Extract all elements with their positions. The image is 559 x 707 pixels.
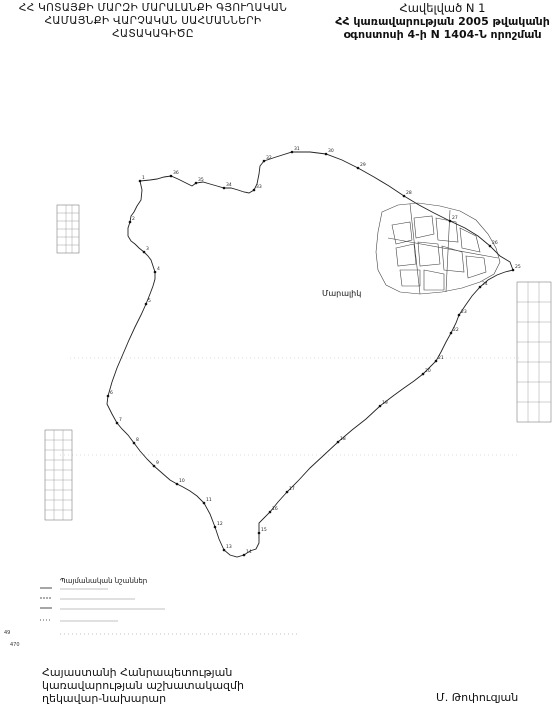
boundary-vertex <box>213 525 217 529</box>
boundary-vertex-label: 18 <box>340 436 346 442</box>
boundary-vertex-label: 9 <box>156 460 159 466</box>
boundary-vertex <box>290 150 294 154</box>
boundary-vertex <box>144 302 148 306</box>
boundary-vertex-label: 12 <box>217 521 223 527</box>
boundary-vertex-label: 19 <box>382 400 388 406</box>
boundary-vertex <box>142 250 146 254</box>
boundary-layer <box>106 151 514 558</box>
boundary-vertex-label: 24 <box>482 281 488 287</box>
boundary-vertex-label: 2 <box>132 216 135 222</box>
boundary-vertex <box>421 372 425 376</box>
header-left-line1: ՀՀ ԿՈՏԱՅՔԻ ՄԱՐԶԻ ՄԱՐԱԼԱՆՔԻ ԳՅՈՒՂԱԿԱՆ <box>18 2 288 14</box>
boundary-vertex-label: 6 <box>110 390 113 396</box>
legend-symbols <box>40 587 52 621</box>
coordinates-table-right <box>516 281 552 423</box>
footer-left-line2: կառավարության աշխատակազմի <box>42 679 244 692</box>
boundary-vertex <box>152 464 156 468</box>
footer-left-line3: ղեկավար-նախարար <box>42 692 167 705</box>
boundary-vertex-label: 1 <box>142 175 145 181</box>
boundary-vertex-label: 34 <box>226 182 232 188</box>
header-right: Հավելված N 1 ՀՀ կառավարության 2005 թվակա… <box>330 1 555 42</box>
boundary-vertex <box>268 510 272 514</box>
boundary-vertex <box>356 166 360 170</box>
signatory-name: Մ. Թոփուզյան <box>436 691 519 704</box>
signatory-title: Հայաստանի Հանրապետության կառավարության ա… <box>42 666 244 705</box>
vertex-labels-layer: 1234567891011121314151617181920212223242… <box>106 146 521 557</box>
boundary-vertex <box>115 421 119 425</box>
boundary-vertex-label: 16 <box>272 506 278 512</box>
boundary-vertex <box>175 482 179 486</box>
footer-left-line1: Հայաստանի Հանրապետության <box>42 666 233 679</box>
boundary-vertex <box>257 531 261 535</box>
boundary-vertex-label: 35 <box>198 177 204 183</box>
boundary-vertex <box>222 186 226 190</box>
boundary-vertex-label: 33 <box>256 184 262 190</box>
boundary-vertex-label: 26 <box>492 240 498 246</box>
boundary-vertex-label: 31 <box>294 146 300 152</box>
boundary-vertex-label: 29 <box>360 162 366 168</box>
header-left-line2: ՀԱՄԱՅՆՔԻ ՎԱՐՉԱԿԱՆ ՍԱՀՄԱՆՆԵՐԻ <box>44 15 262 27</box>
header-right-line2: ՀՀ կառավարության 2005 թվականի <box>335 15 550 28</box>
boundary-vertex <box>378 404 382 408</box>
boundary-vertex <box>448 219 452 223</box>
boundary-vertex-label: 10 <box>179 478 185 484</box>
boundary-vertex-label: 11 <box>206 497 212 503</box>
boundary-vertex <box>488 244 492 248</box>
boundary-vertex-label: 14 <box>246 549 252 555</box>
header-left-line3: ՀԱՏԱԿԱԳԻԾԸ <box>112 28 194 40</box>
boundary-vertex <box>194 181 198 185</box>
side-mark-2: 470 <box>10 642 20 648</box>
boundary-vertex-label: 25 <box>515 264 521 270</box>
boundary-vertex-label: 15 <box>261 527 267 533</box>
boundary-vertex <box>285 490 289 494</box>
boundary-vertex <box>336 440 340 444</box>
town-label: Մարալիկ <box>322 289 362 298</box>
boundary-vertex <box>153 270 157 274</box>
boundary-vertex-label: 4 <box>157 266 160 272</box>
header-left: ՀՀ ԿՈՏԱՅՔԻ ՄԱՐԶԻ ՄԱՐԱԼԱՆՔԻ ԳՅՈՒՂԱԿԱՆ ՀԱՄ… <box>18 2 288 41</box>
boundary-vertex-label: 21 <box>438 355 444 361</box>
boundary-vertex <box>262 159 266 163</box>
town-settlement-area <box>375 202 501 295</box>
boundary-vertex <box>202 501 206 505</box>
boundary-vertex-label: 36 <box>173 170 179 176</box>
boundary-vertex-label: 28 <box>406 190 412 196</box>
boundary-vertex <box>106 394 110 398</box>
boundary-vertex <box>242 553 246 557</box>
boundary-vertex <box>511 268 515 272</box>
boundary-vertex-label: 20 <box>425 368 431 374</box>
boundary-vertex <box>402 194 406 198</box>
legend-title: Պայմանական նշաններ <box>60 577 148 585</box>
boundary-vertex <box>169 174 173 178</box>
header-right-line1: Հավելված N 1 <box>399 1 486 15</box>
boundary-vertex-label: 32 <box>266 155 272 161</box>
header-right-line3: օգոստոսի 4-ի N 1404-Ն որոշման <box>343 28 542 41</box>
boundary-vertex-label: 30 <box>328 148 334 154</box>
boundary-vertex-label: 13 <box>226 544 232 550</box>
coordinates-table-small <box>56 204 80 254</box>
boundary-vertex-label: 27 <box>452 215 458 221</box>
boundary-vertex-label: 23 <box>461 309 467 315</box>
boundary-vertex-label: 8 <box>136 437 139 443</box>
legend-text-lines <box>60 588 300 635</box>
coordinates-table-large <box>44 429 73 521</box>
boundary-vertex-label: 3 <box>146 246 149 252</box>
boundary-vertex <box>449 331 453 335</box>
community-boundary-line <box>106 151 514 558</box>
boundary-vertex-label: 22 <box>453 327 459 333</box>
boundary-vertex <box>252 188 256 192</box>
boundary-vertex <box>128 220 132 224</box>
boundary-vertex <box>457 313 461 317</box>
boundary-vertex <box>132 441 136 445</box>
boundary-vertex-label: 7 <box>119 417 122 423</box>
boundary-vertex <box>138 179 142 183</box>
boundary-vertex <box>222 548 226 552</box>
side-mark-1: 49 <box>4 630 11 636</box>
boundary-vertex <box>478 285 482 289</box>
boundary-vertex-label: 5 <box>148 298 151 304</box>
boundary-vertex <box>324 152 328 156</box>
boundary-vertex <box>434 359 438 363</box>
boundary-vertex-label: 17 <box>289 486 295 492</box>
